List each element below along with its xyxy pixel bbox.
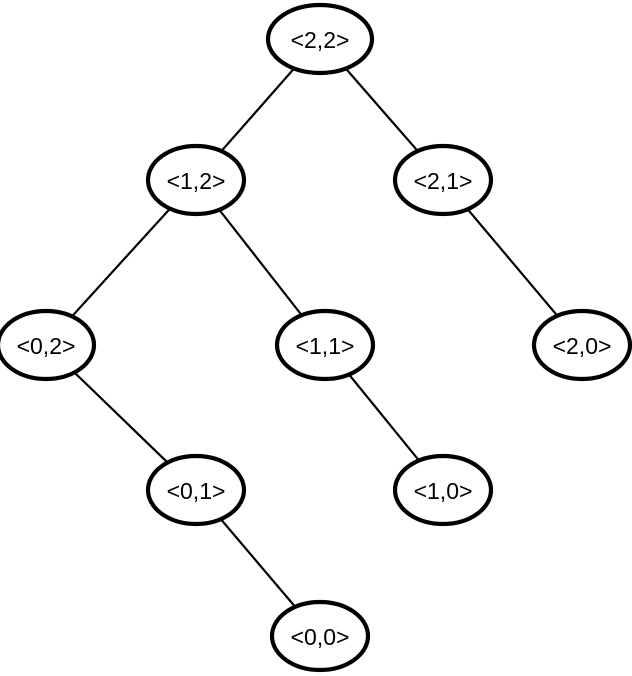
node-shape [392,453,494,527]
node-shape [531,308,632,382]
graph-node[interactable]: <0,1> [145,453,247,527]
graph-node[interactable]: <1,0> [392,453,494,527]
node-shape [145,453,247,527]
graph-node[interactable]: <0,2> [0,308,97,382]
edge-n02-n01 [73,371,169,464]
edge-n22-n12 [220,67,296,153]
graph-node[interactable]: <2,0> [531,308,632,382]
graph-node[interactable]: <0,0> [269,599,371,673]
graph-node[interactable]: <2,1> [392,143,494,217]
edge-n12-n11 [218,208,303,317]
node-shape [145,143,247,217]
edge-n21-n20 [466,208,559,317]
node-shape [0,308,97,382]
edge-n12-n02 [70,207,172,318]
graph-node[interactable]: <1,1> [274,308,376,382]
graph-node[interactable]: <1,2> [145,143,247,217]
node-shape [274,308,376,382]
node-shape [269,599,371,673]
edge-n22-n21 [344,67,419,153]
edge-n11-n10 [347,373,421,462]
node-shape [392,143,494,217]
edges-layer [70,67,559,608]
graph-node[interactable]: <2,2> [265,2,375,76]
edge-n01-n00 [219,518,297,608]
node-shape [265,2,375,76]
